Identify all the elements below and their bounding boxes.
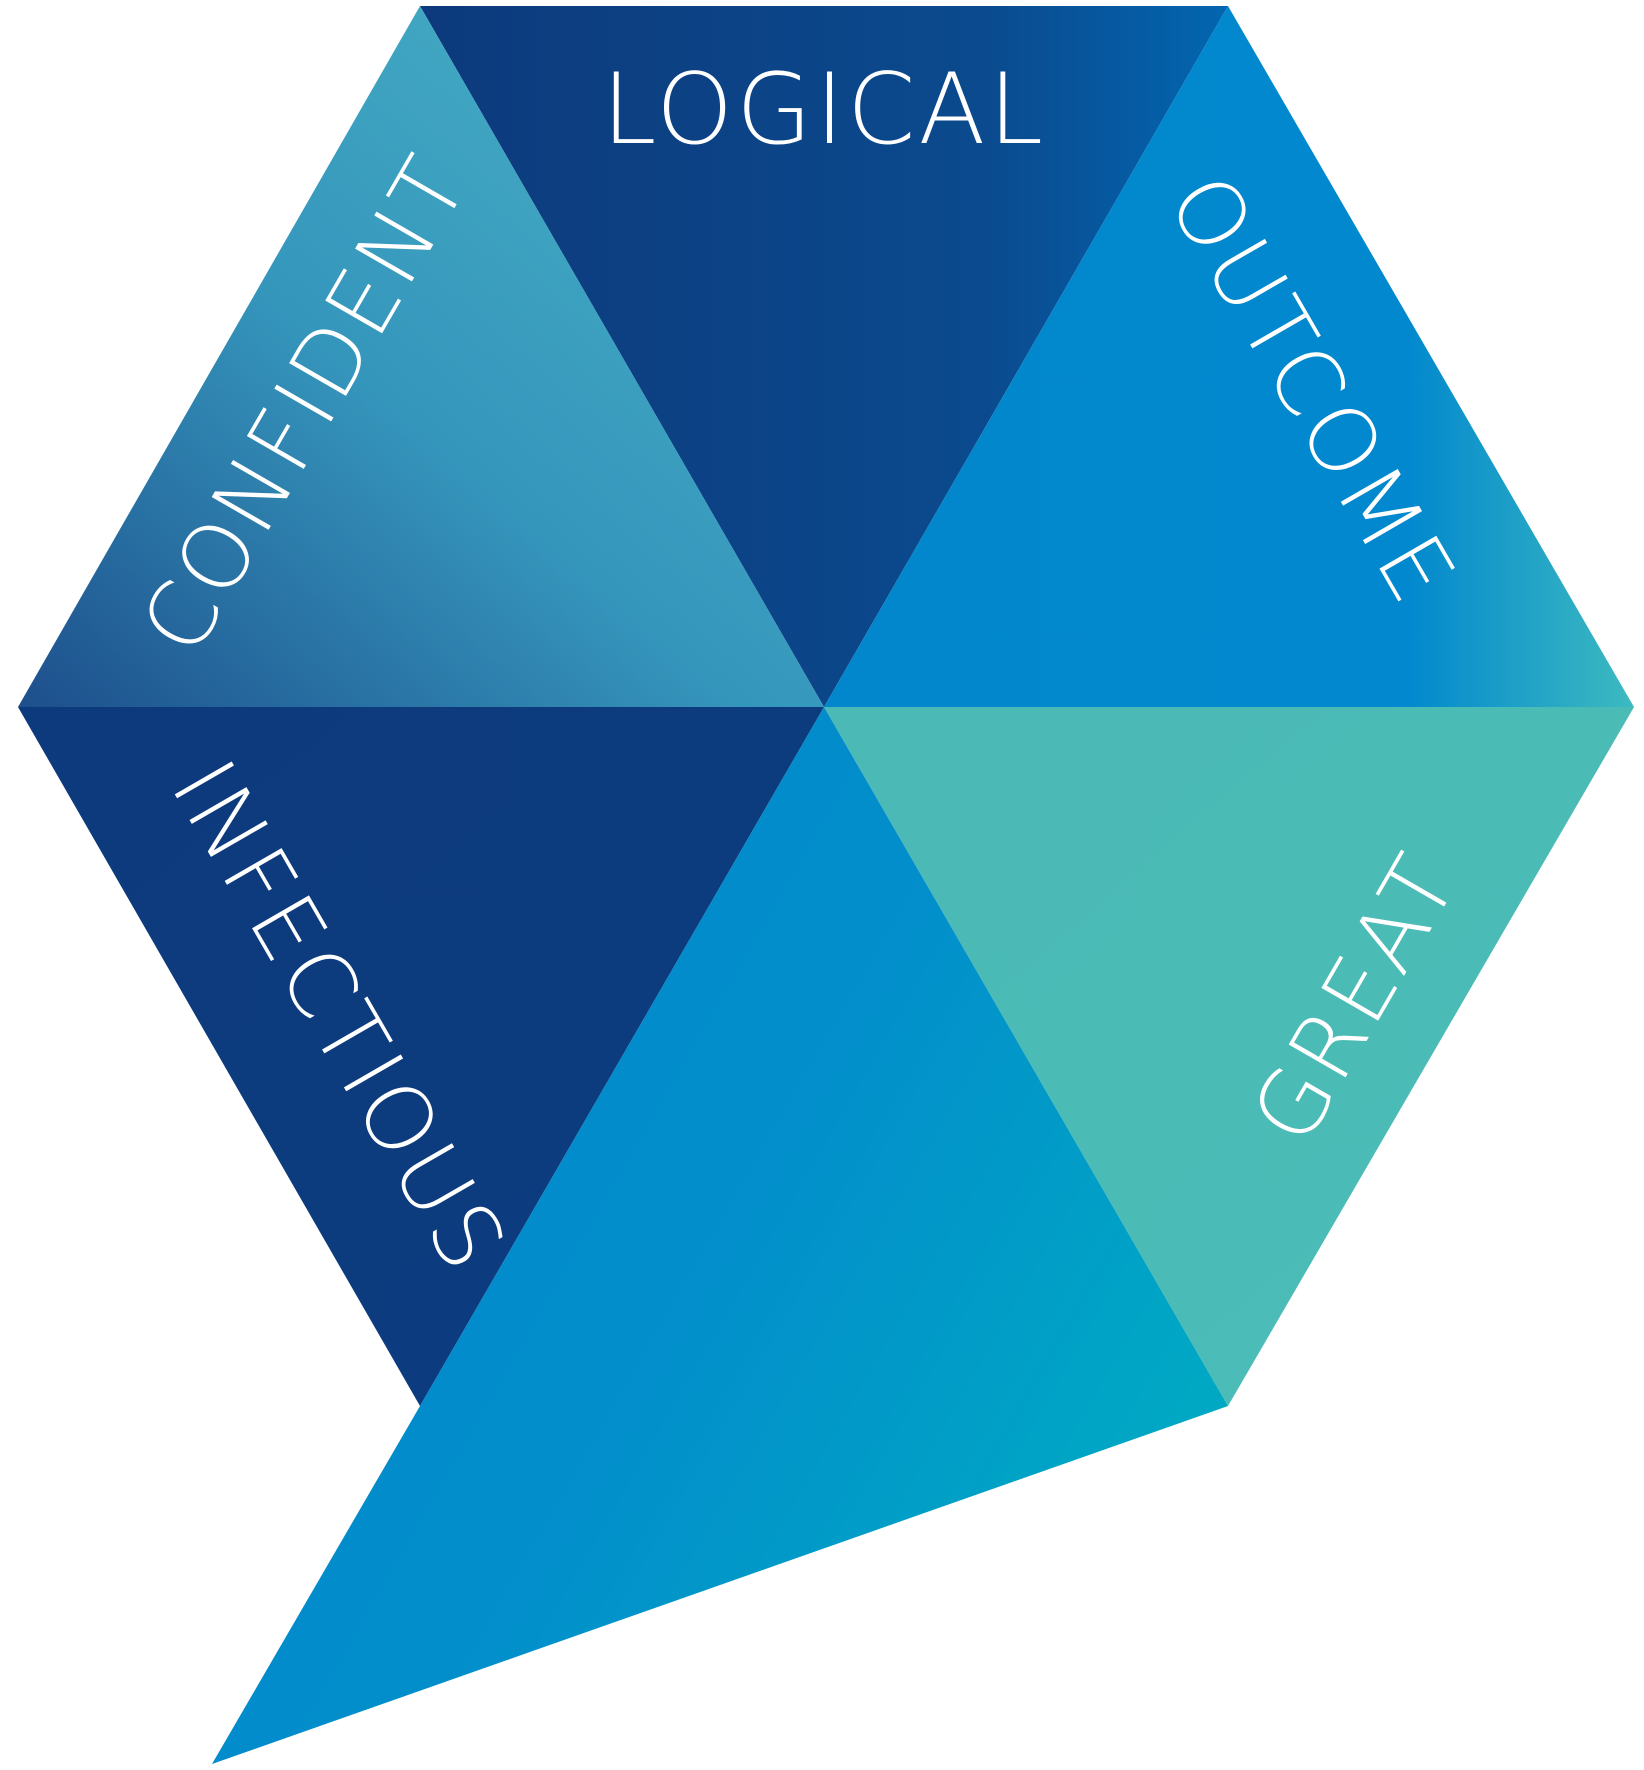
logical-segment [420,6,1228,707]
logical-label: LOGICAL [602,53,1046,167]
outcome-segment [824,6,1634,707]
infectious-segment [18,707,824,1406]
confident-segment [18,6,824,707]
great-segment [824,707,1634,1406]
tail-segment [212,707,1228,1764]
